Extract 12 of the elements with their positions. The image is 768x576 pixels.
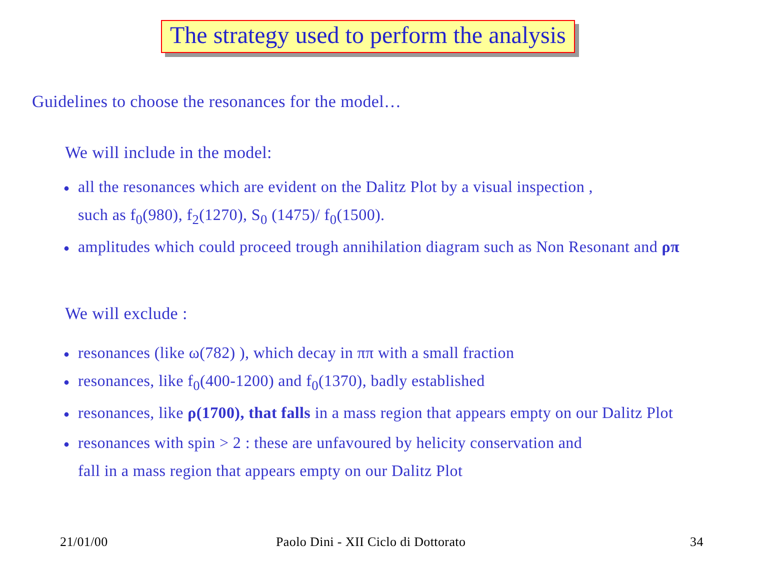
bullet-item: amplitudes which could proceed trough annihilation diagram such as Non Resonant and ρπ [78, 238, 680, 258]
bullet-item: all the resonances which are evident on the Dalitz Plot by a visual inspection , such as f$_{0}$(980), f$_{2}$(1270), S$_{0}$ (1475)/ f$_{0}$(1500). [78, 178, 594, 230]
footer-text: Paolo Dini - XII Ciclo di Dottorato [276, 533, 466, 551]
page-number: 34 [690, 533, 704, 551]
footer-date: 21/01/00 [60, 533, 108, 551]
subheading: We will exclude : [65, 303, 188, 325]
subheading: We will include in the model: [65, 142, 272, 164]
bullet-item: resonances, like ρ(1700), that falls in a mass region that appears empty on our Dalitz Plot [78, 404, 674, 424]
bullet-item: resonances, like f$_{0}$(400-1200) and f$_{0}$(1370), badly established [78, 372, 485, 396]
bullet-item: resonances (like ω(782) ), which decay in ππ with a small fraction [78, 344, 514, 364]
section-heading: Guidelines to choose the resonances for the model… [32, 91, 402, 113]
bullet-item: resonances with spin > 2 : these are unfavoured by helicity conservation and fall in a mass region that appears empty on our Dalitz Plot [78, 434, 584, 482]
